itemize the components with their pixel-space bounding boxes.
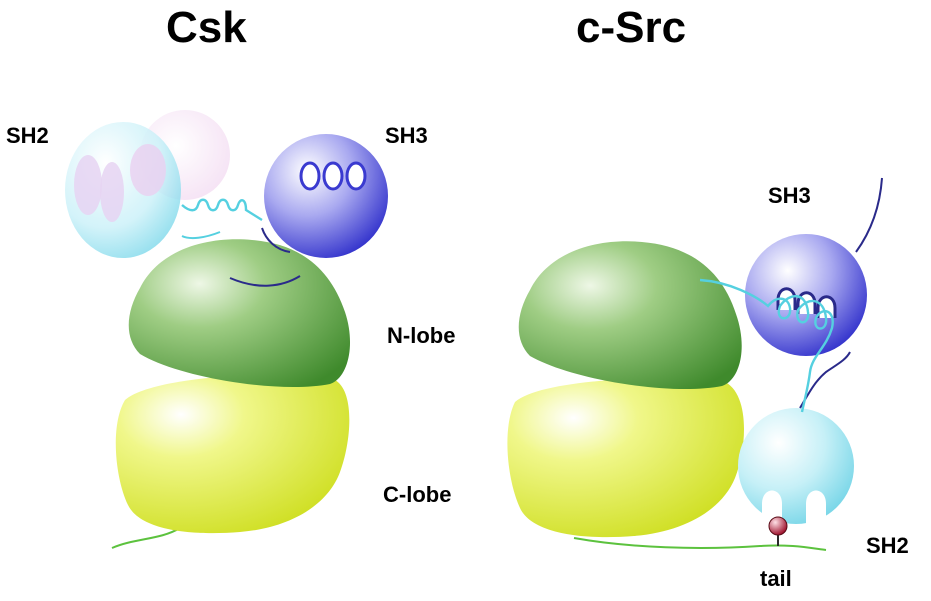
src-sh2-pocket-2 — [806, 491, 826, 527]
src-c-lobe — [507, 378, 744, 537]
csk-sh3-groove-1 — [301, 163, 319, 189]
csk-sh3-groove-3 — [347, 163, 365, 189]
src-tail-label: tail — [760, 566, 792, 591]
c-lobe-label: C-lobe — [383, 482, 451, 507]
src-n-lobe — [519, 241, 742, 389]
src-n-terminal-tail — [856, 178, 882, 252]
csk-c-terminal-tail — [112, 528, 180, 548]
csk-sh2-pocket-1 — [74, 155, 102, 215]
src-sh3-label: SH3 — [768, 183, 811, 208]
csk-sh2-pocket-2 — [100, 162, 124, 222]
src-sh2-label: SH2 — [866, 533, 909, 558]
n-lobe-label: N-lobe — [387, 323, 455, 348]
src-sh2-domain — [738, 408, 854, 524]
csk-sh3-groove-2 — [324, 163, 342, 189]
csk-sh2-pocket-3 — [130, 144, 166, 196]
csk-linker-cyan-tail — [182, 232, 220, 238]
csk-n-lobe — [129, 239, 350, 387]
src-sh2-sh3-linker — [800, 352, 850, 408]
csk-helical-linker — [182, 200, 262, 220]
csk-sh2-label: SH2 — [6, 123, 49, 148]
src-phosphotyrosine — [769, 517, 787, 535]
src-c-terminal-tail — [574, 538, 826, 550]
c-src-title: c-Src — [576, 3, 686, 52]
csk-sh3-label: SH3 — [385, 123, 428, 148]
csk-title: Csk — [166, 3, 247, 52]
csk-sh3-domain — [264, 134, 388, 258]
csk-c-lobe — [116, 375, 350, 533]
